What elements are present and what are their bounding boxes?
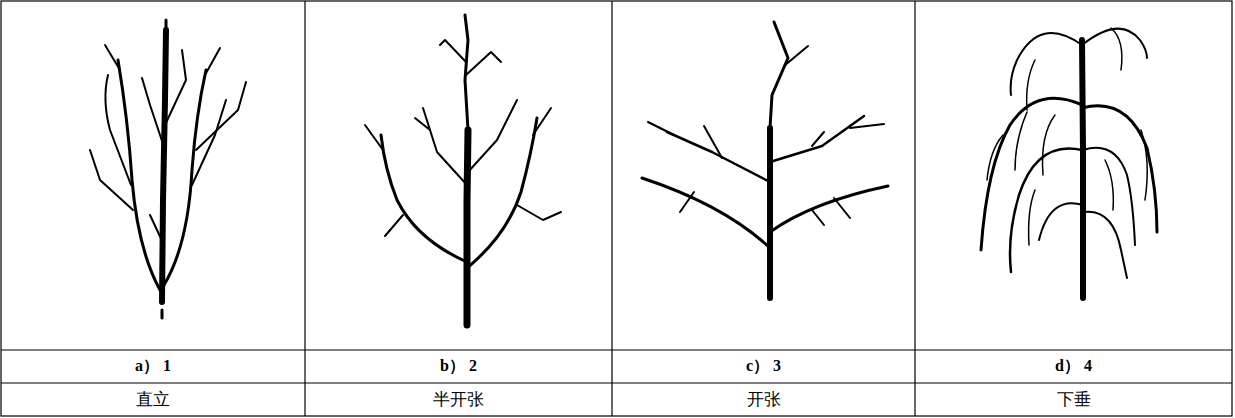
column-label-text: a） 1 bbox=[135, 356, 171, 377]
semi-spreading-tree bbox=[365, 15, 561, 325]
column-label: d） 4 bbox=[915, 350, 1232, 383]
form-name: 直立 bbox=[1, 383, 305, 416]
form-name-text: 半开张 bbox=[433, 388, 484, 411]
column-label: b） 2 bbox=[305, 350, 612, 383]
form-name: 半开张 bbox=[305, 383, 612, 416]
column-label-text: d） 4 bbox=[1055, 356, 1092, 377]
column-label-text: c） 3 bbox=[746, 356, 781, 377]
form-name-text: 下垂 bbox=[1057, 388, 1091, 411]
column-label-text: b） 2 bbox=[440, 356, 477, 377]
form-name: 开张 bbox=[612, 383, 915, 416]
weeping-tree bbox=[981, 28, 1157, 298]
form-name-text: 直立 bbox=[136, 388, 170, 411]
upright-tree bbox=[90, 20, 246, 318]
spreading-tree bbox=[642, 22, 888, 298]
column-label: a） 1 bbox=[1, 350, 305, 383]
form-name: 下垂 bbox=[915, 383, 1232, 416]
form-name-text: 开张 bbox=[747, 388, 781, 411]
column-label: c） 3 bbox=[612, 350, 915, 383]
